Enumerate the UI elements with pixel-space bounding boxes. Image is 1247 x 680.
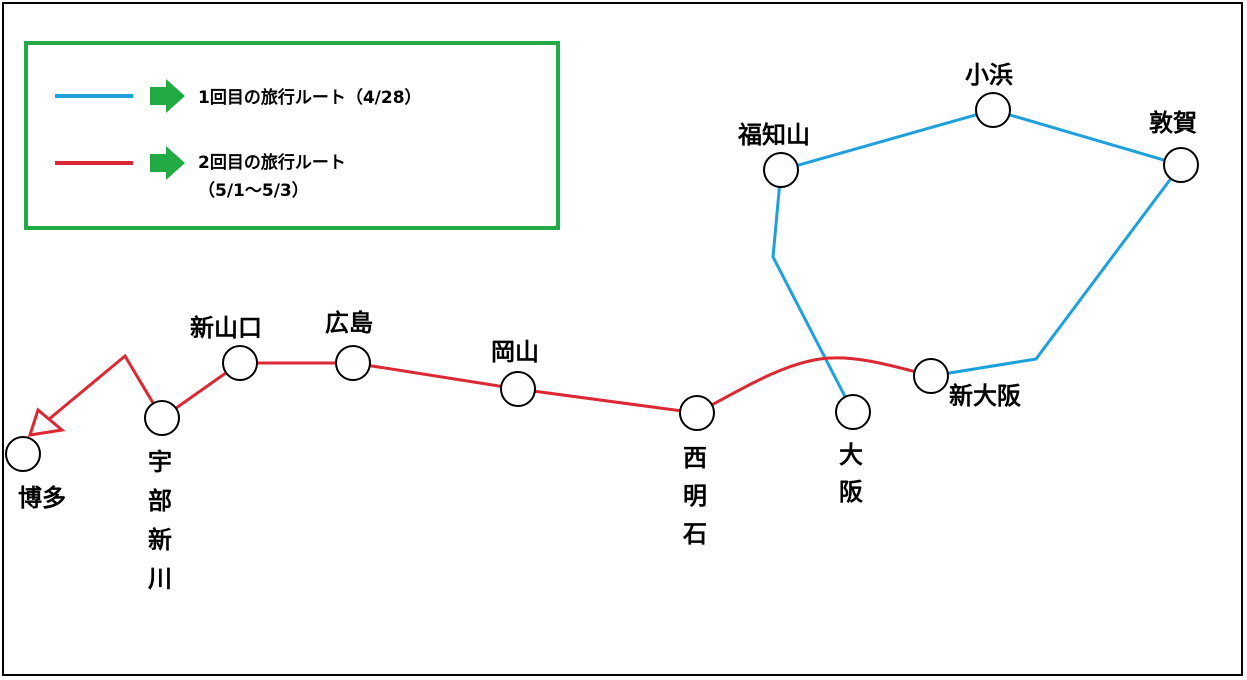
route2-line <box>47 353 932 422</box>
station-label-shin-yamaguchi: 新山口 <box>190 314 262 342</box>
station-marker-obama <box>975 92 1011 128</box>
station-marker-osaka <box>835 394 871 430</box>
station-label-fukuchiyama: 福知山 <box>737 121 810 149</box>
station-label-okayama: 岡山 <box>491 338 539 366</box>
station-marker-ube-shinkawa <box>144 400 180 436</box>
station-label-ube-shinkawa: 宇部新川 <box>148 448 172 593</box>
station-label-osaka: 大阪 <box>839 441 863 506</box>
station-label-shin-osaka: 新大阪 <box>949 382 1021 410</box>
station-marker-fukuchiyama <box>763 152 799 188</box>
route2-arrow-head-icon <box>27 407 66 437</box>
station-marker-hakata <box>5 436 41 472</box>
legend-route1-label: 1回目の旅行ルート（4/28） <box>198 87 422 108</box>
legend-route2-label: 2回目の旅行ルート <box>198 152 346 173</box>
legend-route1-arrow-icon <box>150 79 185 113</box>
station-marker-okayama <box>500 371 536 407</box>
station-marker-nishi-akashi <box>679 395 715 431</box>
legend-route2-label-dates: （5/1〜5/3） <box>198 180 309 201</box>
station-marker-shin-osaka <box>913 358 949 394</box>
legend-route2-arrow-icon <box>150 146 185 180</box>
route1-line <box>771 108 1184 413</box>
station-marker-hiroshima <box>335 345 371 381</box>
station-label-nishi-akashi: 西明石 <box>682 444 707 548</box>
station-label-tsuruga: 敦賀 <box>1149 109 1197 137</box>
station-marker-tsuruga <box>1163 147 1199 183</box>
station-marker-shin-yamaguchi <box>222 345 258 381</box>
legend-box <box>24 41 560 230</box>
station-label-hakata: 博多 <box>18 484 66 512</box>
station-label-obama: 小浜 <box>965 61 1013 89</box>
station-label-hiroshima: 広島 <box>325 309 373 337</box>
